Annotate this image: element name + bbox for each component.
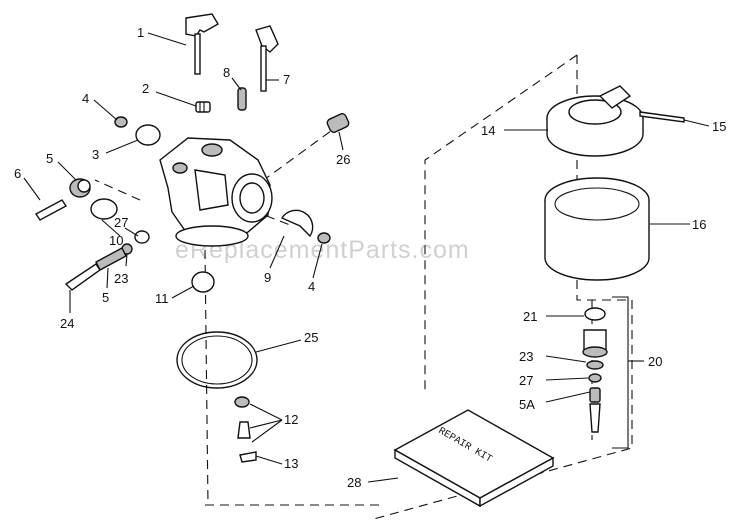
bowl-needle-part: [589, 387, 601, 433]
callout-10: 10: [109, 233, 123, 248]
carburetor-body-part: [159, 137, 273, 247]
bowl-gasket-inner: [181, 335, 253, 385]
callout-21: 21: [523, 309, 537, 324]
callout-27-left: 27: [114, 215, 128, 230]
screw-top-part: [114, 116, 128, 128]
callout-4-top: 4: [82, 91, 89, 106]
group-bracket-20: [612, 296, 629, 449]
idle-screw-part: [34, 199, 68, 221]
repair-kit-box: REPAIR KIT: [393, 409, 555, 508]
main-needle-part: [64, 247, 127, 291]
screw-bottom-part: [317, 232, 331, 244]
callout-14: 14: [481, 123, 495, 138]
callout-12: 12: [284, 412, 298, 427]
callout-3: 3: [92, 147, 99, 162]
throttle-plate-part: [135, 124, 161, 146]
inlet-needle-seat-part: [234, 396, 251, 439]
callout-13: 13: [284, 456, 298, 471]
callout-labels: 1 2 3 4 4 5 5 6 7 8 9 10 11 12 13 14 15 …: [14, 25, 726, 490]
callout-28: 28: [347, 475, 361, 490]
fuel-fitting-part: [326, 113, 350, 133]
callout-4-bottom: 4: [308, 279, 315, 294]
callout-7: 7: [283, 72, 290, 87]
clip-part: [239, 451, 257, 463]
callout-leaders: [23, 32, 710, 483]
washer-right-part: [586, 360, 604, 370]
center-axis-dashed: [204, 249, 380, 506]
callout-5A: 5A: [519, 397, 535, 412]
choke-spring-part: [237, 87, 247, 111]
callout-9: 9: [264, 270, 271, 285]
assembly-outline-dashed: [369, 54, 633, 521]
callout-27-right: 27: [519, 373, 533, 388]
throttle-lever-part: [185, 13, 219, 75]
callout-26: 26: [336, 152, 350, 167]
callout-5-top: 5: [46, 151, 53, 166]
disc-part: [191, 271, 215, 293]
callout-24: 24: [60, 316, 74, 331]
cap-plug-part: [90, 198, 118, 220]
choke-plate-part: [280, 209, 314, 238]
choke-lever-part: [255, 25, 279, 92]
callout-23-right: 23: [519, 349, 533, 364]
bowl-nut-washer-part: [584, 307, 606, 321]
float-part: [546, 85, 644, 157]
callout-1: 1: [137, 25, 144, 40]
callout-15: 15: [712, 119, 726, 134]
callout-5-bottom: 5: [102, 290, 109, 305]
callout-6: 6: [14, 166, 21, 181]
welch-plug-part: [69, 178, 91, 198]
callout-25: 25: [304, 330, 318, 345]
callout-2: 2: [142, 81, 149, 96]
o-ring-right-part: [588, 373, 602, 383]
throttle-screw-part: [195, 101, 211, 113]
bowl-nut-part: [582, 329, 608, 358]
callout-8: 8: [223, 65, 230, 80]
callout-11: 11: [155, 291, 169, 306]
bowl-gasket-part: [176, 331, 258, 389]
callout-20: 20: [648, 354, 662, 369]
washer-left-part: [134, 230, 150, 244]
float-pin-part: [639, 111, 685, 123]
callout-23-left: 23: [114, 271, 128, 286]
float-bowl-part: [544, 177, 650, 281]
callout-16: 16: [692, 217, 706, 232]
